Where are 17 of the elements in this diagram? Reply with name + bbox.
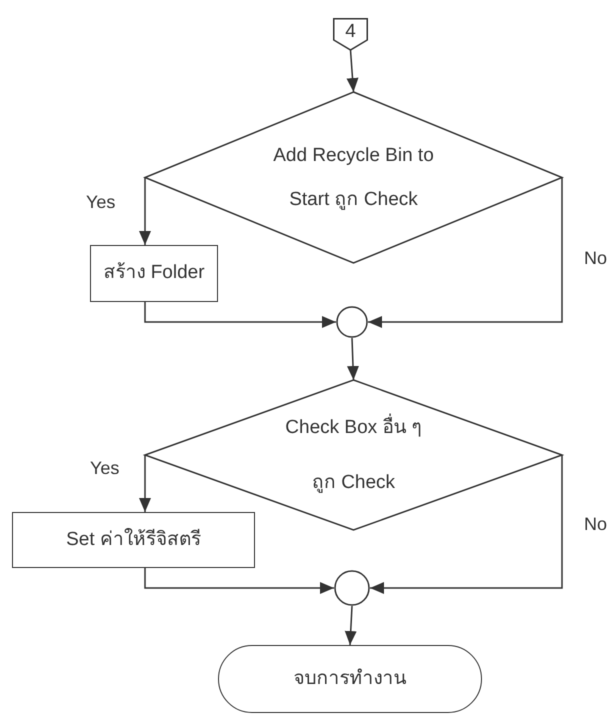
arrow: [368, 178, 563, 328]
step-label: 4: [345, 21, 356, 44]
step-label: จบการทำงาน: [294, 668, 406, 690]
arrow: [144, 568, 334, 594]
arrow: [347, 338, 359, 380]
step-label: Set ค่าให้รีจิสตรี: [66, 528, 201, 552]
step-label: สร้าง Folder: [103, 262, 205, 285]
arrow: [370, 455, 563, 594]
arrow: [139, 455, 151, 512]
step-label: Check Box อื่น ๆ ถูก Check: [278, 400, 428, 510]
arrow: [344, 606, 357, 646]
arrow: [144, 302, 336, 328]
step-label: Add Recycle Bin to Start ถูก Check: [273, 144, 434, 212]
arrow: [139, 178, 151, 245]
process-box: [12, 512, 255, 568]
process-box: [90, 245, 218, 302]
arrow: [346, 50, 358, 92]
